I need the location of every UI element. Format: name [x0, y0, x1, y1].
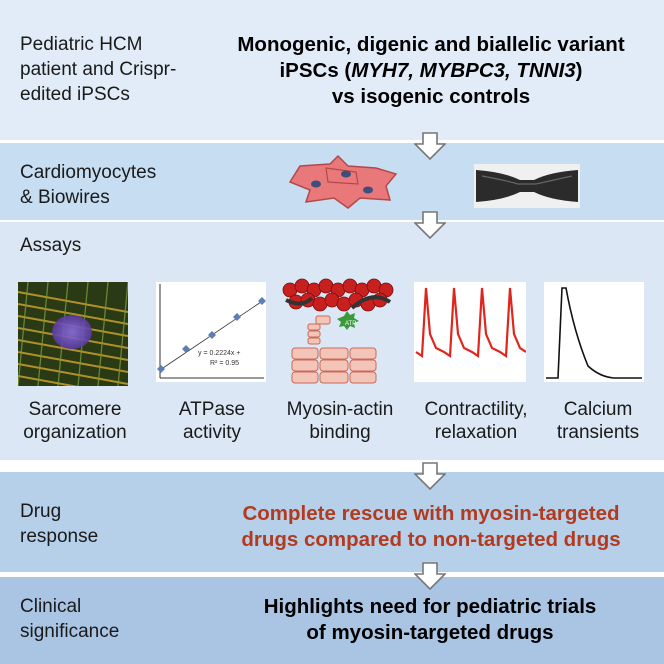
row5-text: Highlights need for pediatric trials of … [212, 594, 648, 646]
row1-text-line3: vs isogenic controls [331, 85, 531, 108]
caption-contractility: Contractility, relaxation [406, 398, 546, 444]
row5-label-line1: Clinical [20, 596, 82, 617]
contractility-trace [414, 282, 526, 382]
row1-text-suffix: ) [575, 59, 583, 82]
atpase-plot: y = 0.2224x + R² = 0.95 [156, 282, 266, 382]
down-arrow-icon [414, 211, 446, 239]
atpase-equation: y = 0.2224x + [198, 350, 240, 357]
band-drug-response [0, 472, 664, 572]
caption-contractility-line1: Contractility, [424, 399, 528, 420]
row4-label-line2: response [20, 526, 99, 547]
row1-text-line2: iPSCs (MYH7, MYBPC3, TNNI3) [196, 58, 664, 84]
caption-myosin-actin: Myosin-actin binding [270, 398, 410, 444]
caption-calcium-line2: transients [556, 422, 640, 443]
row5-text-line2: of myosin-targeted drugs [306, 621, 554, 644]
row3-label: Assays [20, 235, 82, 256]
cardiomyocyte-illustration [288, 154, 398, 209]
row1-label-line3: edited iPSCs [20, 84, 130, 105]
row5-label-line2: significance [20, 621, 120, 642]
down-arrow-icon [414, 462, 446, 490]
caption-sarcomere: Sarcomere organization [0, 398, 150, 444]
row1-text-prefix: iPSCs ( [279, 59, 352, 82]
row4-text: Complete rescue with myosin-targeted dru… [198, 501, 664, 553]
sarcomere-image [18, 282, 128, 386]
down-arrow-icon [414, 562, 446, 590]
row1-label: Pediatric HCM patient and Crispr- edited… [20, 32, 176, 107]
biowire-image [474, 164, 580, 208]
calcium-transient-trace [544, 282, 644, 382]
row4-label-line1: Drug [20, 501, 62, 522]
band-clinical [0, 577, 664, 664]
row1-label-line2: patient and Crispr- [20, 59, 177, 80]
myosin-actin-illustration: ATP [282, 278, 394, 384]
caption-myosin-actin-line2: binding [309, 422, 371, 443]
row2-label-line1: Cardiomyocytes [20, 162, 157, 183]
atpase-r2: R² = 0.95 [210, 360, 239, 367]
caption-calcium-line1: Calcium [563, 399, 633, 420]
band-hypothesis [0, 0, 664, 140]
caption-atpase-line1: ATPase [178, 399, 246, 420]
caption-atpase-line2: activity [182, 422, 242, 443]
row4-text-line2: drugs compared to non-targeted drugs [241, 528, 621, 551]
caption-atpase: ATPase activity [152, 398, 272, 444]
caption-contractility-line2: relaxation [434, 422, 518, 443]
row1-text: Monogenic, digenic and biallelic variant… [196, 32, 664, 110]
row2-label: Cardiomyocytes & Biowires [20, 160, 156, 210]
caption-myosin-actin-line1: Myosin-actin [286, 399, 394, 420]
caption-sarcomere-line1: Sarcomere [28, 399, 122, 420]
row5-label: Clinical significance [20, 594, 119, 644]
row4-label: Drug response [20, 499, 98, 549]
row1-label-line1: Pediatric HCM [20, 34, 143, 55]
atp-label: ATP [345, 321, 356, 327]
caption-sarcomere-line2: organization [23, 422, 127, 443]
row1-text-line1: Monogenic, digenic and biallelic variant [237, 33, 625, 56]
caption-calcium: Calcium transients [536, 398, 660, 444]
row2-label-line2: & Biowires [20, 187, 110, 208]
row4-text-line1: Complete rescue with myosin-targeted [242, 502, 620, 525]
down-arrow-icon [414, 132, 446, 160]
row5-text-line1: Highlights need for pediatric trials [263, 595, 597, 618]
gene-names: MYH7, MYBPC3, TNNI3 [351, 59, 576, 82]
